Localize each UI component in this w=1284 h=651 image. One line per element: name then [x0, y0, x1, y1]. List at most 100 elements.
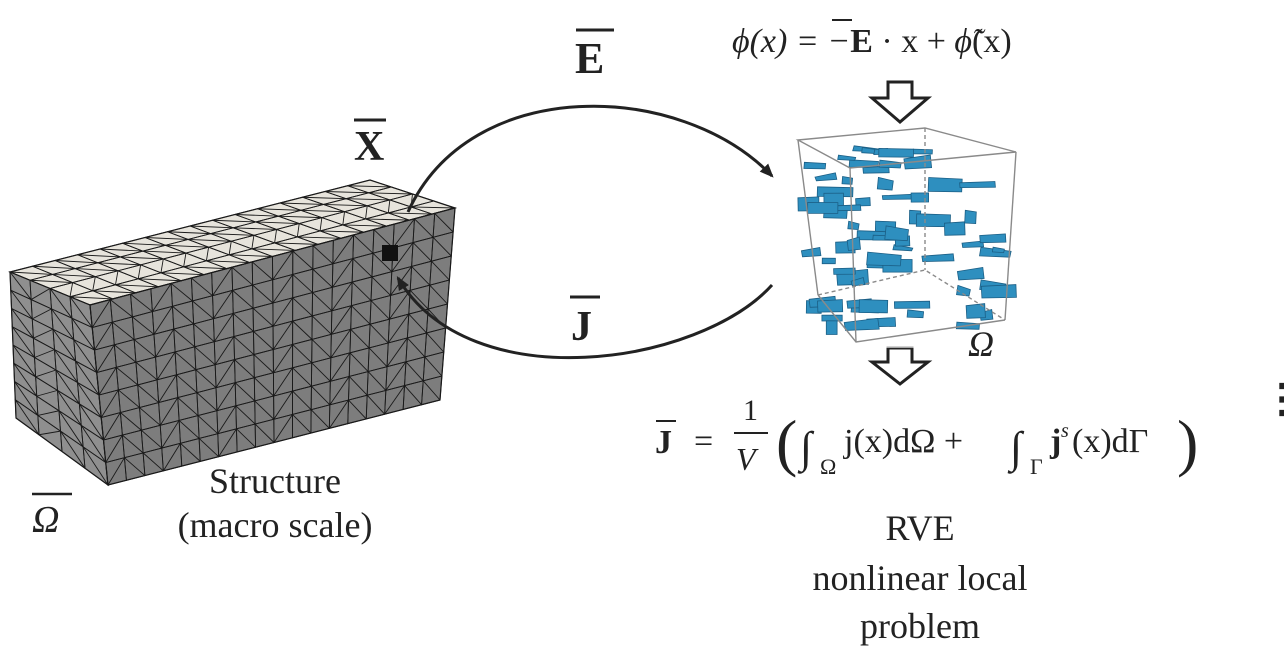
mesh-edge: [160, 272, 205, 276]
mesh-edge: [214, 336, 235, 365]
mesh-edge: [272, 320, 294, 350]
svg-text:): ): [1177, 407, 1198, 478]
mesh-edge: [272, 297, 294, 327]
mesh-edge: [351, 281, 372, 301]
mesh-edge: [422, 380, 441, 401]
macro-structure-mesh: [8, 179, 458, 487]
mesh-edge: [110, 299, 133, 318]
mesh-edge: [10, 289, 33, 320]
mesh-edge: [384, 385, 405, 415]
phi-equation: ϕ(x) = −E · x + ϕ̃(x): [732, 19, 1012, 60]
mesh-edge: [215, 359, 235, 388]
mesh-edge: [252, 307, 274, 327]
mesh-edge: [38, 430, 61, 436]
svg-text:E: E: [575, 34, 604, 83]
fiber-platelet: [961, 240, 985, 248]
fiber-platelet: [910, 192, 929, 203]
mesh-edge: [60, 430, 86, 469]
mesh-edge: [292, 414, 312, 434]
mesh-edge: [272, 274, 294, 304]
mesh-edge: [172, 305, 194, 325]
mesh-edge: [69, 296, 93, 328]
mesh-edge: [177, 397, 199, 416]
mesh-edge: [311, 385, 331, 406]
mesh-edge: [103, 412, 121, 441]
fiber-platelet: [878, 147, 915, 158]
mesh-edge: [183, 252, 187, 267]
mesh-edge: [405, 361, 424, 382]
mesh-edge: [387, 199, 391, 214]
mesh-edge: [116, 367, 139, 386]
mesh-edge: [197, 415, 219, 434]
mesh-edge: [387, 313, 410, 344]
mesh-edge: [407, 337, 426, 358]
J-equation: J = 1 V ( ∫ Ω j(x)dΩ + ∫ Γ j s (x)dΓ ): [655, 394, 1198, 479]
svg-text:Ω: Ω: [820, 454, 836, 479]
mesh-edge: [195, 369, 217, 389]
mesh-edge: [191, 277, 213, 297]
svg-text:(x)dΓ: (x)dΓ: [1072, 423, 1148, 460]
fiber-platelet: [884, 225, 909, 242]
fiber-platelet: [956, 284, 971, 297]
mesh-edge: [92, 276, 96, 291]
mesh-edge: [297, 236, 341, 239]
mesh-edge: [236, 428, 256, 448]
fiber-platelet: [965, 303, 986, 319]
mesh-edge: [296, 223, 300, 237]
svg-text:j: j: [1049, 423, 1061, 460]
mesh-edge: [392, 218, 415, 249]
mesh-edge: [122, 434, 144, 454]
mesh-edge: [365, 218, 410, 221]
mesh-edge: [409, 289, 429, 310]
mesh-edge: [29, 279, 73, 284]
mesh-edge: [255, 221, 300, 224]
mesh-edge: [431, 260, 450, 281]
mesh-edge: [217, 405, 237, 434]
fiber-platelet: [855, 197, 871, 207]
fiber-platelet: [921, 253, 955, 263]
mesh-edge: [252, 284, 274, 304]
mesh-edge: [180, 442, 201, 462]
mesh-edge: [251, 235, 255, 249]
mesh-edge: [198, 438, 219, 457]
mesh-edge: [342, 224, 387, 227]
mesh-edge: [372, 252, 393, 272]
mesh-edge: [91, 299, 111, 328]
mesh-edge: [73, 339, 98, 373]
mesh-edge: [385, 361, 407, 391]
mesh-edge: [71, 317, 95, 351]
mesh-edge: [205, 247, 210, 261]
mesh-edge: [132, 316, 155, 335]
mesh-edge: [351, 305, 371, 325]
fiber-platelet: [912, 148, 933, 155]
mesh-edge: [349, 352, 369, 372]
mesh-edge: [144, 237, 189, 240]
mesh-edge: [189, 225, 234, 229]
ellipsis-marker: ⋮: [1262, 376, 1284, 421]
mesh-edge: [292, 297, 313, 317]
mesh-edge: [32, 308, 52, 320]
svg-text:∫: ∫: [797, 423, 815, 474]
mesh-edge: [368, 192, 413, 195]
mesh-edge: [138, 278, 182, 282]
mesh-edge: [272, 250, 294, 281]
fiber-platelet: [846, 236, 861, 251]
mesh-edge: [302, 196, 347, 200]
mesh-edge: [14, 399, 40, 436]
mesh-edge: [233, 336, 255, 355]
svg-text:=: =: [694, 423, 713, 460]
mesh-edge: [366, 394, 385, 415]
mesh-edge: [133, 339, 156, 358]
mesh-edge: [162, 443, 181, 472]
svg-text:∫: ∫: [1007, 423, 1025, 474]
mesh-edge: [34, 349, 55, 358]
material-point-marker: [382, 245, 398, 261]
mesh-edge: [311, 339, 332, 359]
mesh-edge: [367, 371, 387, 391]
mesh-edge: [14, 381, 39, 416]
mesh-edge: [368, 347, 388, 367]
mesh-edge: [82, 446, 109, 486]
macro-omega-label: Ω: [32, 492, 72, 541]
mesh-edge: [135, 361, 158, 381]
mesh-edge: [232, 290, 254, 309]
